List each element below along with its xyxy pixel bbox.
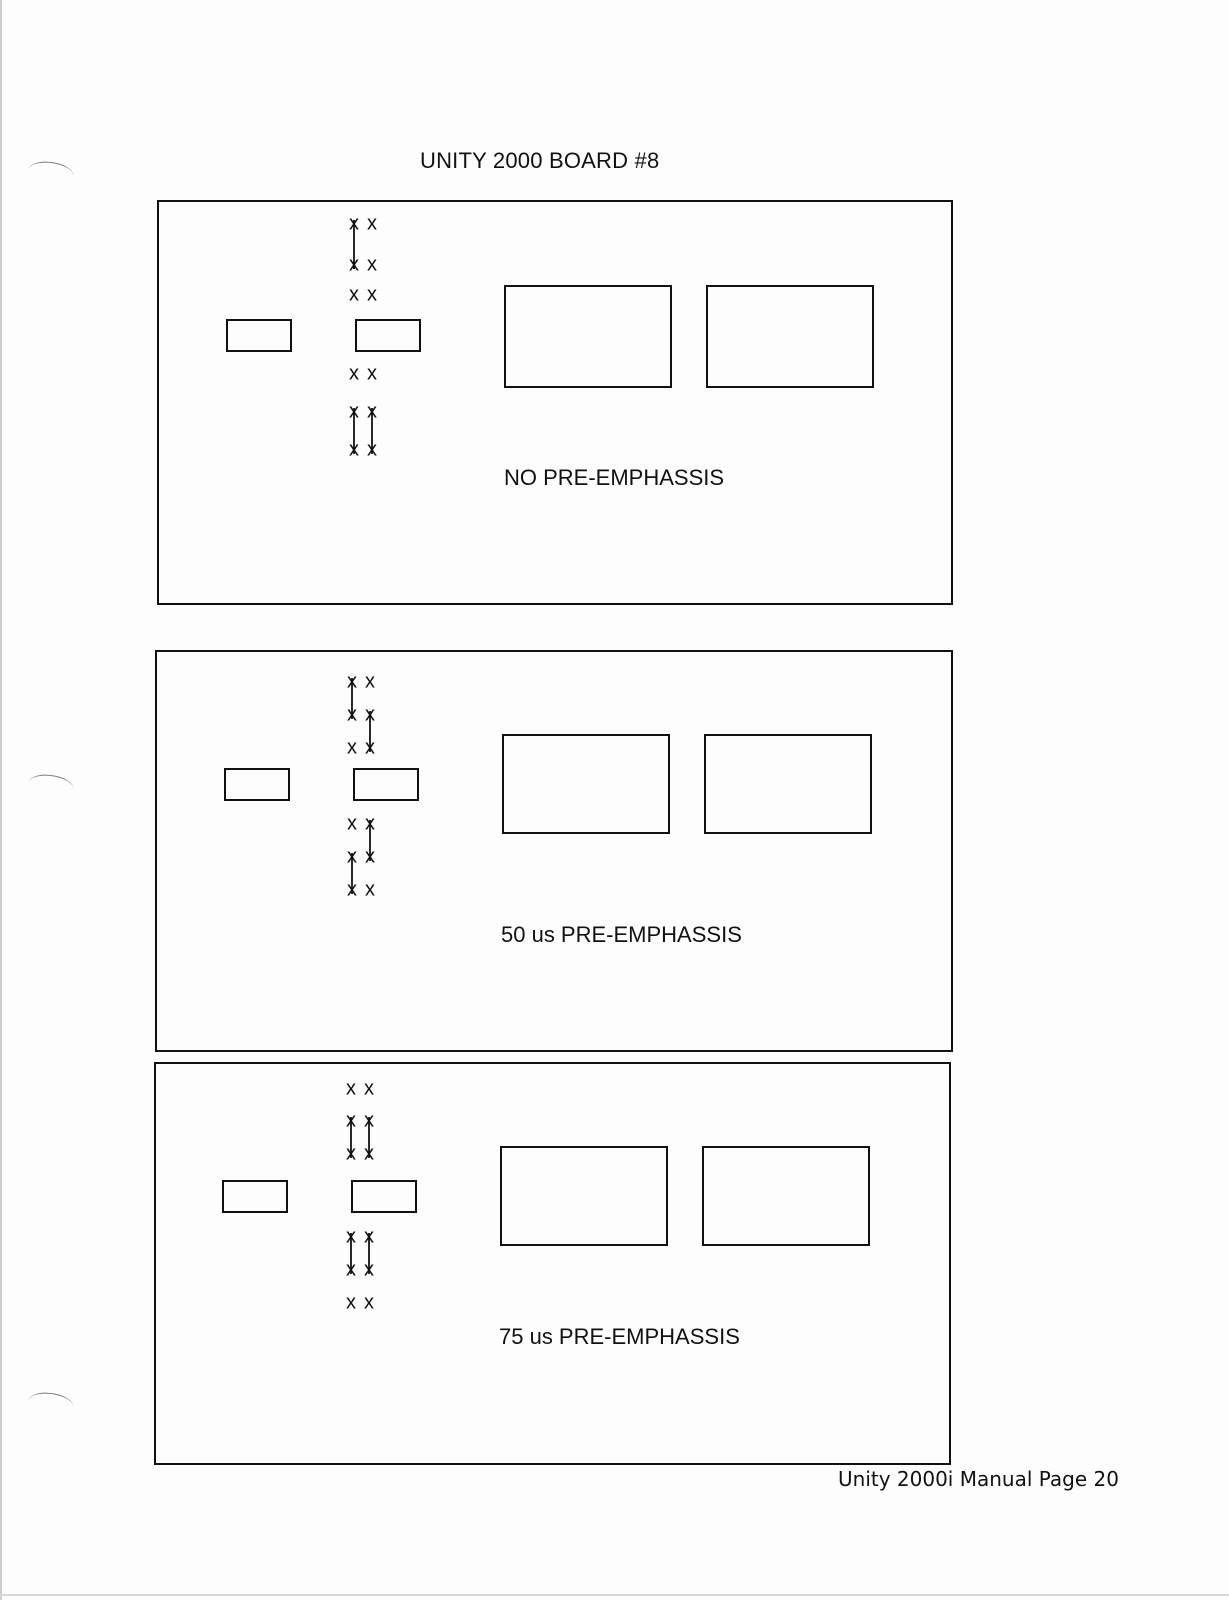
pre-emphasis-caption: 75 us PRE-EMPHASSIS — [499, 1324, 740, 1349]
board-panel-75us-pre-emphasis: xxxxxxxxxxxx 75 us PRE-EMPHASSIS — [154, 1062, 951, 1465]
punch-hole-mark — [26, 772, 76, 801]
jumper-pin: x — [367, 253, 377, 275]
jumper-pin: x — [365, 878, 375, 900]
page-footer: Unity 2000i Manual Page 20 — [838, 1467, 1119, 1491]
center-connector — [355, 319, 421, 352]
board-drawing: xxxxxxxxxxxx — [226, 212, 874, 460]
jumper-pin: x — [367, 362, 377, 384]
center-connector — [351, 1180, 417, 1213]
left-connector — [226, 319, 292, 352]
page-left-edge — [0, 0, 2, 1600]
chip-left — [500, 1146, 668, 1246]
jumper-pin: x — [367, 212, 377, 234]
page-title: UNITY 2000 BOARD #8 — [420, 148, 660, 173]
page-bottom-edge — [0, 1594, 1229, 1596]
jumper-pin: x — [367, 283, 377, 305]
pre-emphasis-caption: NO PRE-EMPHASSIS — [504, 465, 725, 490]
jumper-pin: x — [365, 670, 375, 692]
chip-left — [502, 734, 670, 834]
left-connector — [224, 768, 290, 801]
jumper-pin: x — [347, 812, 357, 834]
jumper-pin: x — [346, 1077, 356, 1099]
chip-right — [702, 1146, 870, 1246]
jumper-pin: x — [364, 1291, 374, 1313]
punch-hole-mark — [26, 1390, 76, 1419]
chip-right — [706, 285, 874, 388]
center-connector — [353, 768, 419, 801]
jumper-pin: x — [346, 1291, 356, 1313]
board-drawing: xxxxxxxxxxxx — [222, 1077, 870, 1313]
jumper-pin: x — [364, 1077, 374, 1099]
left-connector — [222, 1180, 288, 1213]
board-panel-no-pre-emphasis: xxxxxxxxxxxx NO PRE-EMPHASSIS — [157, 200, 953, 605]
jumper-pin: x — [349, 283, 359, 305]
board-drawing: xxxxxxxxxxxx — [224, 670, 872, 900]
jumper-pin: x — [347, 736, 357, 758]
chip-right — [704, 734, 872, 834]
punch-hole-mark — [26, 159, 76, 188]
pre-emphasis-caption: 50 us PRE-EMPHASSIS — [501, 922, 742, 947]
board-panel-50us-pre-emphasis: xxxxxxxxxxxx 50 us PRE-EMPHASSIS — [155, 650, 953, 1052]
jumper-pin: x — [349, 362, 359, 384]
chip-left — [504, 285, 672, 388]
